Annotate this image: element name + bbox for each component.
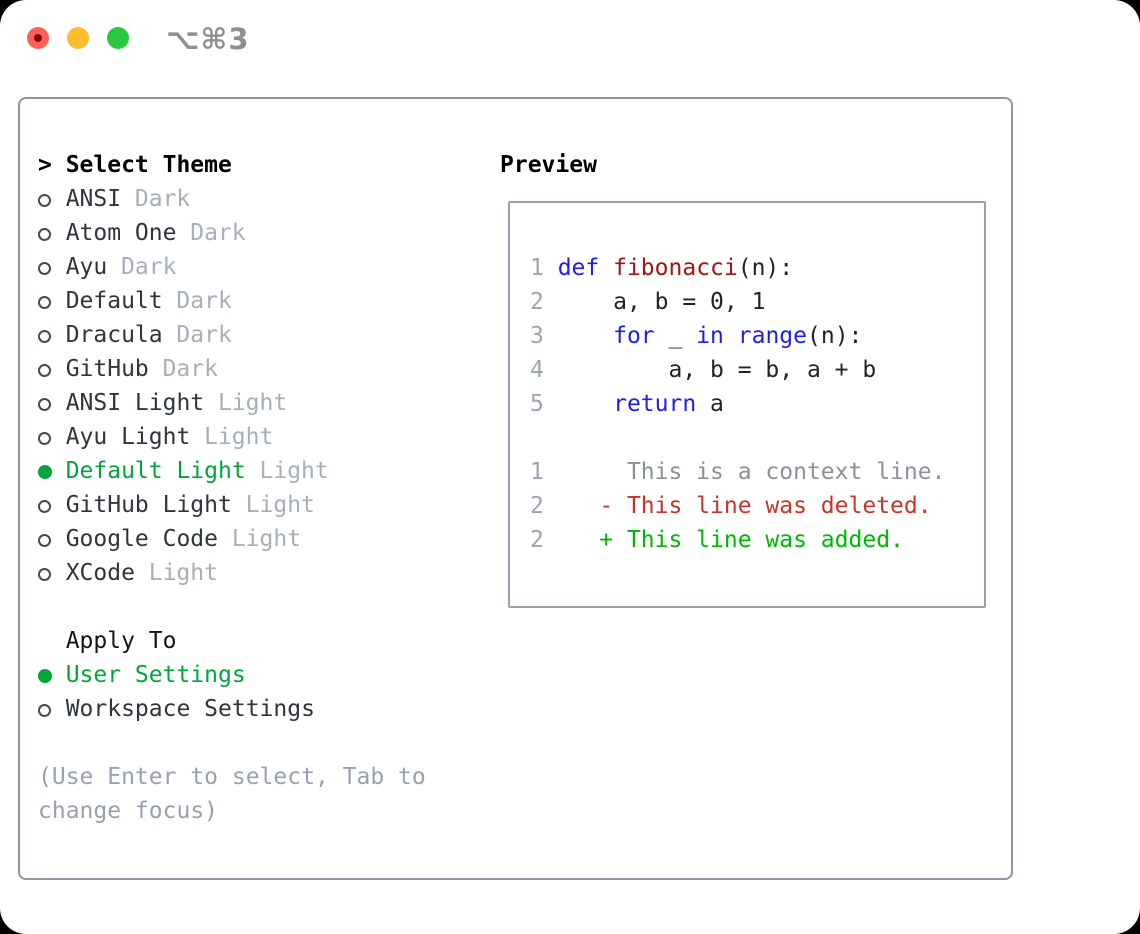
apply-option-workspace-settings[interactable]: Workspace Settings	[38, 692, 426, 726]
radio-icon	[38, 328, 66, 343]
minimize-button[interactable]	[67, 27, 89, 49]
theme-option-default-light[interactable]: Default Light Light	[38, 454, 426, 488]
theme-name: Default	[65, 288, 163, 314]
theme-type-tag: Light	[259, 458, 329, 484]
apply-to-header: Apply To	[38, 624, 426, 658]
radio-selected-icon	[38, 667, 66, 683]
theme-type-tag: Dark	[134, 186, 191, 212]
theme-option-github[interactable]: GitHub Dark	[38, 352, 426, 386]
radio-icon	[38, 396, 66, 411]
hint-text-line-1: (Use Enter to select, Tab to	[38, 764, 426, 790]
theme-name: Dracula	[65, 322, 163, 348]
hint-text-line-2: change focus)	[38, 798, 219, 824]
radio-icon	[38, 260, 66, 275]
radio-icon	[38, 702, 66, 717]
code-line: 2 + This line was added.	[530, 527, 904, 553]
theme-type-tag: Dark	[176, 288, 232, 314]
theme-name: Ayu Light	[65, 424, 191, 450]
theme-name: XCode	[65, 560, 135, 586]
theme-name: ANSI	[65, 186, 122, 212]
window-shortcut-label: ⌥⌘3	[166, 22, 250, 56]
theme-option-ayu-light[interactable]: Ayu Light Light	[38, 420, 426, 454]
theme-option-xcode[interactable]: XCode Light	[38, 556, 426, 590]
close-indicator-icon	[34, 34, 42, 42]
radio-icon	[38, 294, 66, 309]
theme-name: GitHub Light	[65, 492, 232, 518]
preview-pane: 1 def fibonacci(n): 2 a, b = 0, 1 3 for _ …	[508, 201, 986, 608]
apply-option-label: Workspace Settings	[65, 696, 315, 722]
theme-type-tag: Light	[217, 390, 288, 416]
theme-type-tag: Dark	[121, 254, 177, 280]
theme-option-ayu[interactable]: Ayu Dark	[38, 250, 426, 284]
radio-selected-icon	[38, 463, 66, 479]
apply-to-title: Apply To	[65, 628, 177, 654]
apply-option-label: User Settings	[65, 662, 246, 688]
spacer-row	[38, 726, 426, 760]
theme-option-dracula[interactable]: Dracula Dark	[38, 318, 426, 352]
radio-icon	[38, 532, 66, 547]
preview-title: Preview	[500, 152, 597, 178]
theme-name: GitHub	[65, 356, 149, 382]
code-line: 3 for _ in range(n):	[530, 323, 863, 349]
radio-icon	[38, 226, 66, 241]
radio-icon	[38, 192, 66, 207]
theme-option-ansi[interactable]: ANSI Dark	[38, 182, 426, 216]
theme-name: Atom One	[65, 220, 177, 246]
theme-type-tag: Dark	[190, 220, 246, 246]
code-line: 2 - This line was deleted.	[530, 493, 932, 519]
theme-option-ansi-light[interactable]: ANSI Light Light	[38, 386, 426, 420]
spacer-row	[38, 590, 426, 624]
code-line: 4 a, b = b, a + b	[530, 357, 877, 383]
theme-option-github-light[interactable]: GitHub Light Light	[38, 488, 426, 522]
theme-type-tag: Dark	[176, 322, 232, 348]
maximize-button[interactable]	[107, 27, 129, 49]
theme-name: ANSI Light	[65, 390, 205, 416]
theme-name: Ayu	[65, 254, 108, 280]
code-line: 1 This is a context line.	[530, 459, 946, 485]
theme-name: Default Light	[65, 458, 246, 484]
code-line: 1 def fibonacci(n):	[530, 255, 794, 281]
theme-name: Google Code	[65, 526, 219, 552]
code-line: 5 return a	[530, 391, 724, 417]
focus-cursor-icon: >	[38, 152, 52, 178]
radio-icon	[38, 566, 66, 581]
code-line	[530, 421, 984, 455]
select-theme-title: Select Theme	[65, 152, 232, 178]
theme-type-tag: Light	[245, 492, 315, 518]
theme-option-default[interactable]: Default Dark	[38, 284, 426, 318]
radio-icon	[38, 430, 66, 445]
close-button[interactable]	[27, 27, 49, 49]
radio-icon	[38, 362, 66, 377]
theme-type-tag: Dark	[162, 356, 218, 382]
radio-icon	[38, 498, 66, 513]
theme-option-atom-one[interactable]: Atom One Dark	[38, 216, 426, 250]
theme-type-tag: Light	[148, 560, 218, 586]
theme-option-google-code[interactable]: Google Code Light	[38, 522, 426, 556]
theme-type-tag: Light	[204, 424, 274, 450]
apply-option-user-settings[interactable]: User Settings	[38, 658, 426, 692]
select-theme-header: > Select Theme	[38, 148, 426, 182]
theme-type-tag: Light	[231, 526, 302, 552]
code-line: 2 a, b = 0, 1	[530, 289, 766, 315]
